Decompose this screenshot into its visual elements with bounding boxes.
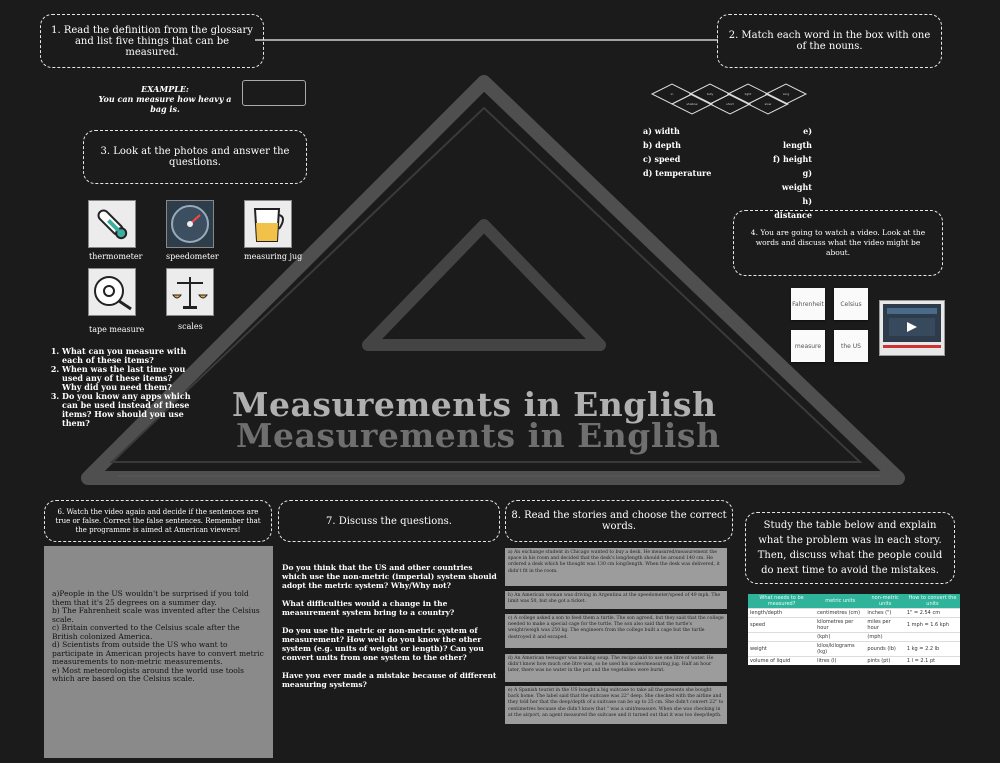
task-9-box: Study the table below and explain what t… bbox=[745, 512, 955, 584]
noun-temperature: d) temperature bbox=[643, 168, 712, 178]
scales-icon bbox=[166, 268, 214, 316]
grid-word: shallow bbox=[686, 102, 698, 106]
noun-weight: g) weight bbox=[781, 168, 812, 192]
story-e: e) A Spanish tourist in the US bought a … bbox=[505, 686, 727, 724]
grid-word: short bbox=[726, 102, 735, 106]
grid-word: slow bbox=[765, 102, 772, 106]
task-4-box: 4. You are going to watch a video. Look … bbox=[733, 210, 943, 276]
task-7-box: 7. Discuss the questions. bbox=[278, 500, 500, 542]
story-b: b) An American woman was driving in Arge… bbox=[505, 591, 727, 609]
units-table: What needs to be measured? metric units … bbox=[748, 594, 960, 665]
task-2-text: 2. Match each word in the box with one o… bbox=[728, 30, 931, 52]
noun-height: f) height bbox=[772, 154, 812, 164]
video-thumbnail[interactable] bbox=[879, 300, 945, 356]
table-header: metric units bbox=[815, 594, 866, 609]
tf-sentence-d: d) Scientists from outside the US who wa… bbox=[52, 640, 264, 666]
story-a: a) An exchange student in Chicago wanted… bbox=[505, 548, 727, 586]
example-label: EXAMPLE: bbox=[141, 84, 189, 94]
example-block: EXAMPLE: You can measure how heavy a bag… bbox=[90, 84, 240, 114]
question-3: Do you know any apps which can be used i… bbox=[62, 392, 194, 428]
true-false-panel: a)People in the US wouldn't be surprised… bbox=[44, 546, 273, 758]
table-header: non-metric units bbox=[865, 594, 905, 609]
icon-label-tape-measure: tape measure bbox=[89, 325, 145, 334]
discussion-questions: Do you think that the US and other count… bbox=[282, 563, 497, 689]
page-title-shadow: Measurements in English bbox=[236, 416, 721, 455]
table-row: (kph)(mph) bbox=[748, 632, 960, 642]
noun-length: e) length bbox=[782, 126, 812, 150]
icon-label-thermometer: thermometer bbox=[89, 252, 143, 261]
task-9-text: Study the table below and explain what t… bbox=[757, 520, 943, 576]
table-header: How to convert the units bbox=[904, 594, 960, 609]
icon-label-speedometer: speedometer bbox=[166, 252, 219, 261]
question-2: When was the last time you used any of t… bbox=[62, 365, 194, 392]
task-2-box: 2. Match each word in the box with one o… bbox=[717, 14, 942, 68]
table-header: What needs to be measured? bbox=[748, 594, 816, 609]
speedometer-icon bbox=[166, 200, 214, 248]
story-c: c) A college asked a son to feed them a … bbox=[505, 614, 727, 648]
grid-word: long bbox=[783, 92, 790, 96]
task-1-box: 1. Read the definition from the glossary… bbox=[40, 14, 264, 68]
word-card-the-us: the US bbox=[834, 330, 868, 362]
tf-sentence-a: a)People in the US wouldn't be surprised… bbox=[52, 589, 249, 607]
noun-width: a) width bbox=[643, 126, 680, 136]
example-text: You can measure how heavy a bag is. bbox=[98, 94, 232, 114]
task-3-box: 3. Look at the photos and answer the que… bbox=[83, 130, 307, 184]
page-title: Measurements in English bbox=[232, 385, 717, 424]
discussion-question-3: Do you use the metric or non-metric syst… bbox=[282, 626, 484, 662]
task-8-box: 8. Read the stories and choose the corre… bbox=[505, 500, 733, 542]
discussion-question-2: What difficulties would a change in the … bbox=[282, 599, 455, 617]
task-1-text: 1. Read the definition from the glossary… bbox=[51, 24, 253, 58]
word-card-fahrenheit: Fahrenheit bbox=[791, 288, 825, 320]
task-6-text: 6. Watch the video again and decide if t… bbox=[55, 507, 261, 534]
tf-sentence-e: e) Most meteorologists around the world … bbox=[52, 665, 245, 683]
question-1: What can you measure with each of these … bbox=[62, 347, 194, 365]
icon-label-measuring-jug: measuring jug bbox=[244, 252, 303, 261]
word-card-measure: measure bbox=[791, 330, 825, 362]
nouns-right: e) length f) height g) weight h) distanc… bbox=[772, 124, 812, 222]
story-d: d) An American teenager was making soup.… bbox=[505, 654, 727, 682]
nouns-left: a) width b) depth c) speed d) temperatur… bbox=[643, 124, 711, 180]
discussion-question-4: Have you ever made a mistake because of … bbox=[282, 671, 497, 689]
noun-speed: c) speed bbox=[643, 154, 681, 164]
tf-sentence-b: b) The Fahrenheit scale was invented aft… bbox=[52, 606, 260, 624]
grid-word: in bbox=[671, 92, 674, 96]
word-card-celsius: Celsius bbox=[834, 288, 868, 320]
noun-depth: b) depth bbox=[643, 140, 681, 150]
task-4-text: 4. You are going to watch a video. Look … bbox=[750, 228, 926, 257]
grid-word: light bbox=[745, 92, 752, 96]
icon-label-scales: scales bbox=[178, 322, 203, 331]
task-7-text: 7. Discuss the questions. bbox=[326, 515, 452, 527]
tf-sentence-c: c) Britain converted to the Celsius scal… bbox=[52, 623, 240, 641]
task-8-text: 8. Read the stories and choose the corre… bbox=[511, 510, 727, 532]
example-note-card bbox=[242, 80, 306, 106]
photo-questions-list: What can you measure with each of these … bbox=[48, 347, 194, 428]
thermometer-icon bbox=[88, 200, 136, 248]
measuring-jug-icon bbox=[244, 200, 292, 248]
play-icon bbox=[907, 322, 917, 332]
noun-distance: h) distance bbox=[774, 196, 812, 220]
task-6-box: 6. Watch the video again and decide if t… bbox=[44, 500, 272, 542]
task-3-text: 3. Look at the photos and answer the que… bbox=[100, 146, 290, 168]
grid-word: tally bbox=[707, 92, 714, 96]
tape-measure-icon bbox=[88, 268, 136, 316]
discussion-question-1: Do you think that the US and other count… bbox=[282, 563, 497, 590]
word-grid: in tally light long shallow short slow bbox=[650, 83, 808, 115]
